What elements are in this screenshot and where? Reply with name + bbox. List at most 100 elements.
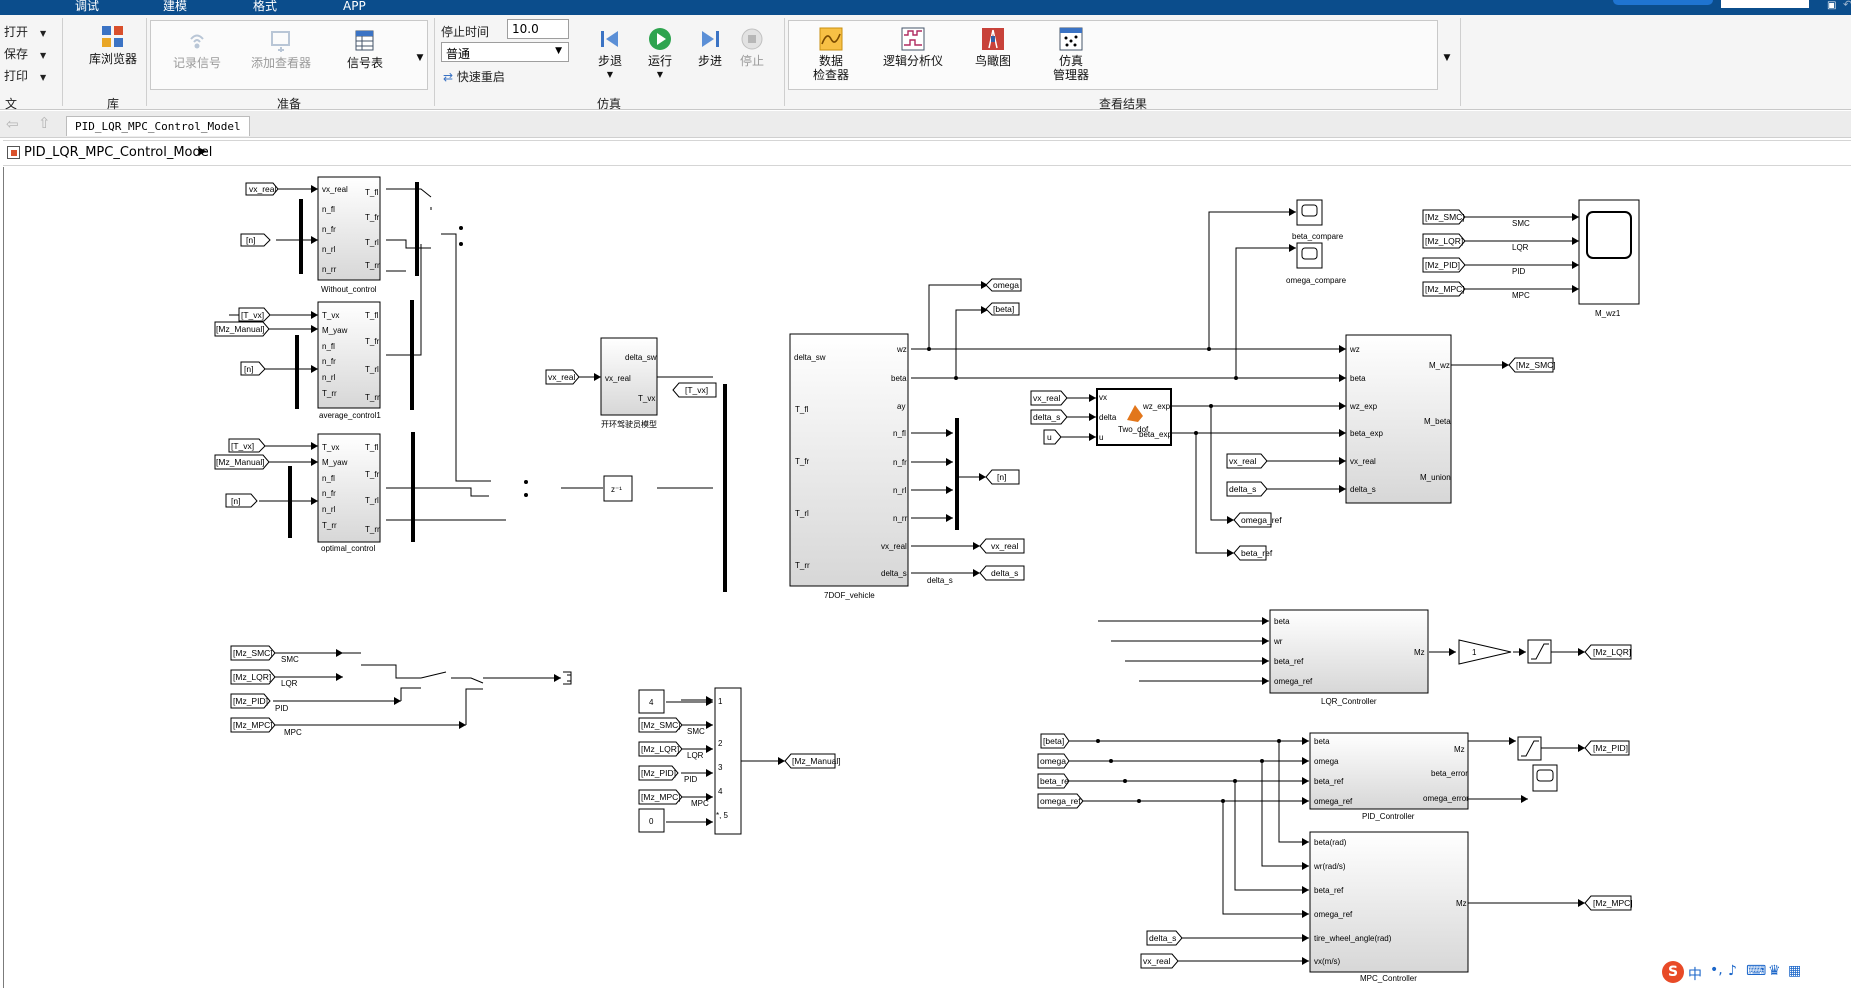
block-diagram[interactable]: vx_real n_fl n_fr n_rl n_rr T_fl T_fr T_…: [4, 167, 1851, 988]
svg-text:vx_real: vx_real: [548, 372, 576, 382]
stop-time-input[interactable]: 10.0: [507, 19, 569, 39]
svg-text:vx_real: vx_real: [1229, 456, 1257, 466]
tab-modeling[interactable]: 建模: [163, 0, 188, 13]
svg-text:omega_ref: omega_ref: [1241, 515, 1282, 525]
ime-language-icon[interactable]: 中: [1688, 967, 1702, 983]
svg-text:LQR: LQR: [687, 751, 704, 760]
step-back-button[interactable]: 步退▼: [592, 27, 628, 82]
breadcrumb-model[interactable]: PID_LQR_MPC_Control_Model: [24, 145, 213, 160]
tag-labels: vx_real [n] [T_vx] [Mz_Manual] [n] [T_vx…: [216, 184, 1633, 966]
breadcrumb-chevron-icon[interactable]: ▶: [199, 146, 207, 157]
svg-text:T_fl: T_fl: [795, 405, 809, 414]
logic-analyzer-button[interactable]: 逻辑分析仪: [878, 27, 948, 68]
terminator-block[interactable]: [563, 671, 572, 685]
data-inspector-button[interactable]: 数据检查器: [806, 27, 856, 82]
sogou-icon[interactable]: S: [1662, 961, 1684, 983]
svg-text:T_rl: T_rl: [365, 496, 379, 505]
keyboard-icon[interactable]: ⌨: [1746, 963, 1767, 979]
svg-text:u: u: [1099, 433, 1103, 442]
search-input[interactable]: [1721, 0, 1809, 8]
svg-text:Mz: Mz: [1414, 648, 1425, 657]
sim-manager-button[interactable]: 仿真管理器: [1046, 27, 1096, 82]
birds-eye-button[interactable]: 鸟瞰图: [968, 27, 1018, 68]
run-button[interactable]: 运行▼: [642, 27, 678, 82]
library-browser-button[interactable]: 库浏览器: [86, 25, 140, 66]
fast-restart-toggle[interactable]: ⇄ 快速重启: [443, 70, 505, 84]
step-forward-button[interactable]: 步进: [692, 27, 728, 68]
prepare-expand-button[interactable]: ▼: [416, 53, 424, 63]
run-icon: [649, 28, 671, 50]
tab-app[interactable]: APP: [343, 0, 366, 13]
add-viewer-icon: [271, 31, 290, 52]
sim-mode-select[interactable]: 普通▼: [441, 42, 569, 62]
svg-text:omega: omega: [993, 280, 1019, 290]
svg-text:[Mz_MPC]: [Mz_MPC]: [1593, 898, 1633, 908]
svg-text:wz: wz: [896, 345, 907, 354]
svg-text:M_yaw: M_yaw: [322, 326, 348, 335]
svg-text:T_rr: T_rr: [322, 389, 337, 398]
results-expand-button[interactable]: ▼: [1443, 53, 1451, 63]
save-icon[interactable]: ▣: [1827, 0, 1837, 11]
toolbox-icon[interactable]: ▦: [1788, 963, 1802, 979]
svg-text:4: 4: [649, 698, 654, 707]
svg-text:M_wz: M_wz: [1429, 361, 1450, 370]
svg-text:1: 1: [718, 697, 723, 706]
svg-text:omega_ref: omega_ref: [1314, 910, 1353, 919]
stop-button[interactable]: 停止: [734, 27, 770, 68]
record-signal-icon: [190, 34, 204, 49]
svg-text:[Mz_MPC]: [Mz_MPC]: [641, 792, 681, 802]
svg-text:omega: omega: [1040, 756, 1066, 766]
svg-text:wr(rad/s): wr(rad/s): [1313, 862, 1346, 871]
svg-text:delta_s: delta_s: [881, 569, 907, 578]
svg-text:vx(m/s): vx(m/s): [1314, 957, 1341, 966]
up-arrow-icon[interactable]: ⇧: [38, 114, 51, 132]
svg-text:[Mz_MPC]: [Mz_MPC]: [1425, 284, 1465, 294]
model-canvas[interactable]: vx_real n_fl n_fr n_rl n_rr T_fl T_fr T_…: [3, 167, 1851, 988]
svg-text:vx_real: vx_real: [249, 184, 277, 194]
svg-text:SMC: SMC: [1512, 219, 1530, 228]
punctuation-icon[interactable]: •,: [1710, 962, 1723, 978]
data-inspector-icon: [819, 27, 843, 51]
svg-text:optimal_control: optimal_control: [321, 544, 375, 553]
stop-time-label: 停止时间: [441, 25, 490, 39]
tab-debug[interactable]: 调试: [75, 0, 100, 13]
signal-line-segments[interactable]: [343, 188, 713, 725]
svg-text:wz: wz: [1349, 345, 1360, 354]
model-tab[interactable]: PID_LQR_MPC_Control_Model: [66, 116, 250, 136]
tab-format[interactable]: 格式: [253, 0, 278, 13]
svg-text:7DOF_vehicle: 7DOF_vehicle: [824, 591, 875, 600]
goto-from-tags[interactable]: [214, 182, 1632, 969]
add-viewer-button[interactable]: 添加查看器: [248, 29, 314, 70]
subsystem-blocks[interactable]: [317, 176, 1640, 973]
svg-text:beta_ref: beta_ref: [1274, 657, 1304, 666]
svg-text:omega_ref: omega_ref: [1040, 796, 1081, 806]
fast-restart-icon: ⇄: [443, 70, 454, 84]
svg-text:T_fr: T_fr: [365, 470, 380, 479]
svg-text:T_rl: T_rl: [365, 238, 379, 247]
svg-text:omega_compare: omega_compare: [1286, 276, 1347, 285]
signal-table-button[interactable]: 信号表: [340, 29, 390, 70]
back-arrow-icon[interactable]: ⇦: [6, 115, 19, 133]
search-field[interactable]: [1613, 0, 1713, 5]
svg-text:MPC: MPC: [691, 799, 709, 808]
undo-icon[interactable]: ↶: [1843, 0, 1851, 11]
two-dof-block: [1096, 388, 1172, 446]
optimal-control-block: [317, 433, 381, 543]
sim-group-label: 仿真: [596, 97, 621, 111]
svg-text:[Mz_PID]: [Mz_PID]: [1425, 260, 1460, 270]
save-menu[interactable]: 保存▼: [4, 47, 47, 61]
print-menu[interactable]: 打印▼: [4, 69, 47, 83]
microphone-icon[interactable]: ♪: [1728, 963, 1737, 979]
vehicle-block: [789, 333, 909, 587]
svg-text:vx_real: vx_real: [991, 541, 1019, 551]
svg-text:2: 2: [718, 739, 723, 748]
svg-text:beta: beta: [1274, 617, 1290, 626]
constant-4-block: [638, 689, 665, 714]
skin-icon[interactable]: ♛: [1768, 963, 1781, 979]
svg-text:Without_control: Without_control: [321, 285, 377, 294]
open-menu[interactable]: 打开▼: [4, 25, 47, 39]
record-signal-button[interactable]: 记录信号: [168, 29, 226, 70]
svg-text:wz_exp: wz_exp: [1349, 402, 1378, 411]
svg-text:[Mz_PID]: [Mz_PID]: [641, 768, 676, 778]
logic-analyzer-icon: [901, 27, 925, 51]
